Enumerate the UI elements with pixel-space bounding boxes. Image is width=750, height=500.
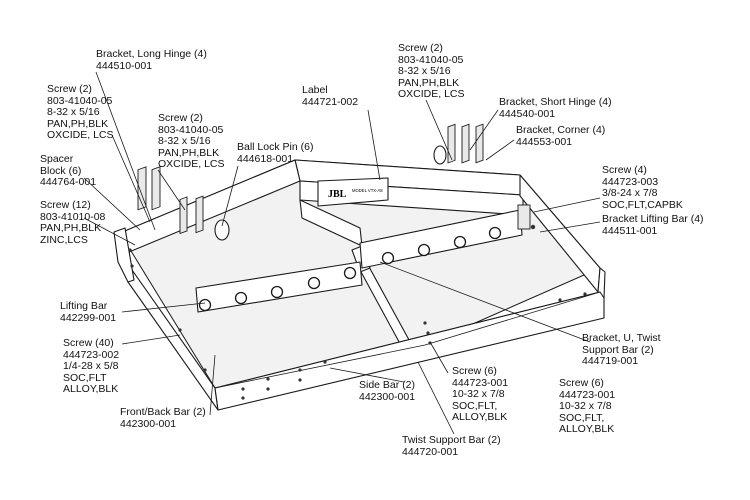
callout-line: 444723-001 (452, 376, 509, 389)
callout-line: PAN,PH,BLK (398, 76, 460, 89)
callout-line: 803-41040-05 (398, 53, 464, 66)
callout-line: Bracket, U, Twist (582, 332, 661, 344)
callout-screw-6-center: Screw (6) 444723-001 10-32 x 7/8 SOC,FLT… (452, 365, 509, 424)
callout-line: 444764-001 (40, 176, 97, 189)
callout-bracket-corner: Bracket, Corner (4) 444553-001 (516, 124, 606, 148)
callout-line: 8-32 x 5/16 (47, 106, 100, 119)
ball-lock-pins (214, 145, 447, 241)
callout-line: SOC,FLT,CAPBK (602, 198, 683, 211)
callout-screw-4: Screw (4) 444723-003 3/8-24 x 7/8 SOC,FL… (602, 164, 683, 211)
callout-line: SOC,FLT, (559, 411, 605, 424)
callout-line: ALLOY,BLK (452, 411, 508, 424)
callout-line: Spacer (40, 153, 74, 165)
left-end-plate (113, 227, 135, 283)
callout-line: 444553-001 (516, 135, 573, 148)
callout-line: 10-32 x 7/8 (559, 400, 612, 413)
callout-line: Lifting Bar (60, 300, 108, 312)
callout-line: ALLOY,BLK (63, 383, 119, 396)
callout-side-bar: Side Bar (2) 442300-001 (359, 379, 416, 403)
callout-screw-top-right: Screw (2) 803-41040-05 8-32 x 5/16 PAN,P… (398, 42, 465, 101)
callout-line: Ball Lock Pin (6) (237, 141, 314, 153)
leader-lines (83, 71, 601, 435)
callout-line: PAN,PH,BLK (40, 222, 102, 235)
callout-line: 444719-001 (582, 355, 639, 368)
callout-lifting-bar: Lifting Bar 442299-001 (60, 300, 117, 324)
callout-line: Support Bar (2) (582, 343, 654, 356)
callout-line: 803-41010-08 (40, 210, 106, 223)
callout-ball-lock-pin: Ball Lock Pin (6) 444618-001 (237, 141, 314, 165)
callout-line: Front/Back Bar (2) (120, 406, 206, 418)
lifting-bar-holes (198, 226, 502, 312)
callout-line: 442300-001 (359, 390, 416, 403)
callout-twist-support-bar: Twist Support Bar (2) 444720-001 (402, 434, 501, 458)
callout-line: Bracket Lifting Bar (4) (602, 213, 704, 225)
callout-line: 444723-001 (559, 388, 616, 401)
callout-screw-top-left: Screw (2) 803-41040-05 8-32 x 5/16 PAN,P… (47, 83, 114, 142)
callout-line: Screw (40) (63, 337, 114, 349)
callout-line: Screw (6) (452, 365, 497, 377)
callout-spacer-block: Spacer Block (6) 444764-001 (40, 153, 97, 189)
callout-line: 444721-002 (302, 95, 359, 108)
callout-bracket-lifting-bar: Bracket Lifting Bar (4) 444511-001 (602, 213, 704, 237)
callout-line: PAN,PH,BLK (47, 117, 109, 130)
callout-line: 444723-003 (602, 175, 659, 188)
callout-line: Bracket, Corner (4) (516, 124, 606, 136)
callout-line: 444540-001 (499, 107, 556, 120)
callout-line: 444510-001 (96, 59, 153, 72)
callout-screw-mid-left: Screw (2) 803-41040-05 8-32 x 5/16 PAN,P… (158, 112, 225, 171)
callout-line: Screw (2) (398, 42, 443, 54)
callout-line: Label (302, 84, 328, 96)
label-plate: JBL MODEL VTX-A8 (317, 177, 389, 207)
front-bar-top-edge (214, 291, 601, 389)
callout-line: ZINC,LCS (40, 233, 88, 246)
callout-line: 444511-001 (602, 224, 658, 237)
callout-line: 8-32 x 5/16 (398, 65, 451, 78)
callout-line: OXCIDE, LCS (158, 158, 225, 171)
callout-line: 803-41040-05 (158, 123, 224, 136)
plate-logo: JBL (328, 189, 347, 200)
frame-geometry: JBL MODEL VTX-A8 (113, 159, 606, 411)
callout-line: Screw (2) (158, 112, 203, 124)
callout-line: 442300-001 (120, 417, 177, 430)
callout-line: 803-41040-05 (47, 94, 113, 107)
callout-bracket-long-hinge: Bracket, Long Hinge (4) 444510-001 (96, 48, 207, 72)
callout-line: Bracket, Short Hinge (4) (499, 96, 612, 108)
callout-label: Label 444721-002 (302, 84, 359, 108)
callout-line: Screw (2) (47, 83, 92, 95)
callout-line: 3/8-24 x 7/8 (602, 187, 658, 200)
callout-line: Screw (6) (559, 377, 604, 389)
callout-screw-12: Screw (12) 803-41010-08 PAN,PH,BLK ZINC,… (40, 199, 106, 246)
plate-model: MODEL VTX-A8 (352, 188, 383, 193)
callout-line: SOC,FLT, (452, 399, 498, 412)
callout-screw-40: Screw (40) 444723-002 1/4-28 x 5/8 SOC,F… (63, 337, 120, 396)
callout-line: PAN,PH,BLK (158, 146, 220, 159)
frame-screws (128, 204, 587, 400)
callout-line: 8-32 x 5/16 (158, 135, 211, 148)
callout-line: Screw (4) (602, 164, 647, 176)
callout-bracket-u: Bracket, U, Twist Support Bar (2) 444719… (582, 332, 661, 368)
callout-line: Block (6) (40, 164, 82, 177)
callout-line: OXCIDE, LCS (47, 129, 114, 142)
callout-line: Screw (12) (40, 199, 91, 211)
callout-front-back-bar: Front/Back Bar (2) 442300-001 (120, 406, 206, 430)
callout-line: 444618-001 (237, 152, 294, 165)
callout-screw-6-right: Screw (6) 444723-001 10-32 x 7/8 SOC,FLT… (559, 377, 616, 436)
callout-line: ALLOY,BLK (559, 423, 615, 436)
lifting-bar-right (359, 209, 523, 269)
callout-line: 444720-001 (402, 445, 459, 458)
callout-line: 442299-001 (60, 311, 117, 324)
callout-line: SOC,FLT (63, 371, 107, 384)
callout-bracket-short-hinge: Bracket, Short Hinge (4) 444540-001 (499, 96, 612, 120)
callout-line: 1/4-28 x 5/8 (63, 360, 119, 373)
callout-line: 444723-002 (63, 348, 120, 361)
callout-line: Twist Support Bar (2) (402, 434, 501, 446)
callout-line: OXCIDE, LCS (398, 88, 465, 101)
callout-line: Bracket, Long Hinge (4) (96, 48, 207, 60)
callout-line: Side Bar (2) (359, 379, 416, 391)
callout-line: 10-32 x 7/8 (452, 388, 505, 401)
